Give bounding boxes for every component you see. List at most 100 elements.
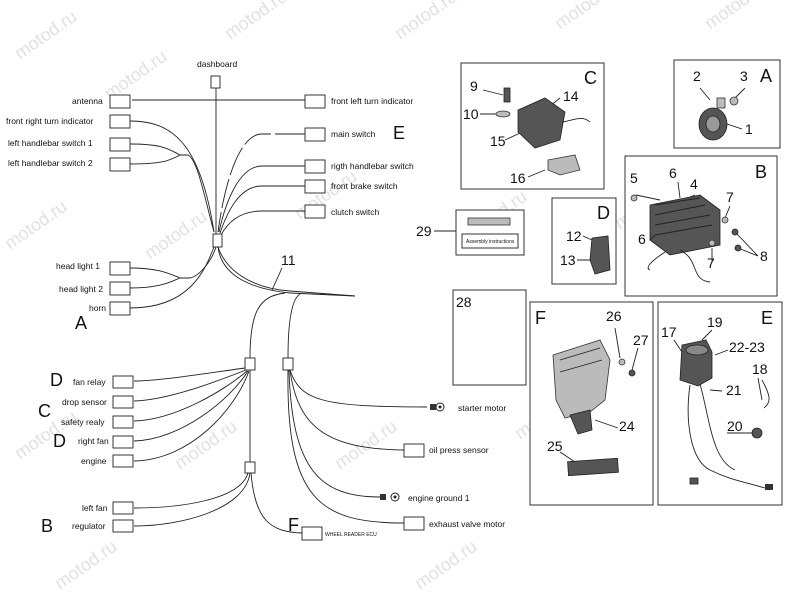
connector-wheel-reader-ecu — [301, 526, 323, 541]
letter-d-right: D — [53, 431, 66, 451]
connector-right-fan — [112, 435, 134, 449]
part-8: 8 — [760, 248, 768, 264]
part-25: 25 — [547, 438, 563, 454]
panel-f: F 26 27 24 25 — [529, 301, 654, 506]
panel-b: B 5 6 4 7 6 7 8 — [624, 155, 778, 297]
part-7b: 7 — [707, 255, 715, 271]
letter-f-ecu: F — [288, 515, 299, 535]
label-exhaust-valve: exhaust valve motor — [429, 519, 505, 529]
panel-c-letter: C — [584, 68, 597, 88]
part-28: 28 — [456, 294, 472, 310]
letter-a-horn: A — [75, 313, 87, 333]
connector-fan-relay — [112, 375, 134, 389]
watermark: motod.ru — [331, 416, 401, 473]
panel-a-letter: A — [760, 66, 772, 86]
panel-29: 29 Assembly instructions — [416, 209, 525, 256]
label-horn: horn — [89, 303, 106, 313]
part-4: 4 — [690, 176, 698, 192]
label-drop-sensor: drop sensor — [62, 397, 107, 407]
part-5: 5 — [630, 170, 638, 186]
panel-e: E 17 19 22-23 18 21 20 — [657, 301, 783, 506]
connector-main-switch — [304, 127, 326, 142]
label-engine: engine — [81, 456, 107, 466]
watermark: motod.ru — [551, 0, 621, 33]
part-17: 17 — [661, 324, 677, 340]
part-10: 10 — [463, 106, 479, 122]
part-2: 2 — [693, 68, 701, 84]
part-20: 20 — [727, 418, 743, 434]
letter-e-main: E — [393, 123, 405, 143]
label-main-switch: main switch — [331, 129, 376, 139]
harness-number: 11 — [281, 252, 296, 268]
connector-front-brake — [304, 179, 326, 194]
panel-d-letter: D — [597, 203, 610, 223]
part-24: 24 — [619, 418, 635, 434]
watermark: motod.ru — [221, 0, 291, 43]
panel-e-letter: E — [761, 308, 773, 328]
part-3: 3 — [740, 68, 748, 84]
part-9: 9 — [470, 78, 478, 94]
label-front-brake: front brake switch — [331, 181, 398, 191]
junction-lower — [244, 461, 256, 474]
part-27: 27 — [633, 332, 649, 348]
junction-left — [244, 357, 256, 371]
label-left-hb-2: left handlebar switch 2 — [8, 158, 93, 168]
fan-relay-icon — [589, 235, 611, 275]
part-15: 15 — [490, 133, 506, 149]
label-right-fan: right fan — [78, 436, 109, 446]
part-21: 21 — [726, 382, 742, 398]
assembly-card-text: Assembly instructions — [466, 239, 515, 245]
part-22-23: 22-23 — [729, 339, 765, 355]
label-front-left-turn: front left turn indicator — [331, 96, 413, 106]
connector-right-hb — [304, 159, 326, 174]
junction-upper — [212, 233, 223, 248]
part-12: 12 — [566, 228, 582, 244]
letter-d-fan: D — [50, 370, 63, 390]
label-clutch: clutch switch — [331, 207, 379, 217]
connector-dashboard — [210, 75, 221, 89]
connector-drop-sensor — [112, 395, 134, 409]
label-head-light-2: head light 2 — [59, 284, 103, 294]
part-18: 18 — [752, 361, 768, 377]
part-26: 26 — [606, 308, 622, 324]
label-left-hb-1: left handlebar switch 1 — [8, 138, 93, 148]
label-oil-press: oil press sensor — [429, 445, 489, 455]
connector-front-left-turn — [304, 94, 326, 109]
letter-c-drop: C — [38, 401, 51, 421]
watermark: motod.ru — [141, 206, 211, 263]
main-harness: dashboard antenna front right turn indic… — [6, 59, 506, 541]
washer-icon — [495, 110, 511, 118]
connector-horn — [109, 301, 131, 316]
part-19: 19 — [707, 314, 723, 330]
connector-head-light-1 — [109, 261, 131, 276]
ecu-icon — [552, 339, 611, 419]
relay-icon — [517, 97, 566, 149]
panel-a: A 2 3 1 — [673, 59, 781, 149]
connector-oil-press — [403, 443, 425, 458]
label-fan-relay: fan relay — [73, 377, 106, 387]
watermark: motod.ru — [701, 0, 771, 33]
label-front-right-turn: front right turn indicator — [6, 116, 94, 126]
connector-left-hb-1 — [109, 137, 131, 152]
label-safety-relay: safety realy — [61, 417, 105, 427]
label-right-hb: rigth handlebar switch — [331, 161, 414, 171]
panel-d: D 12 13 — [551, 197, 617, 285]
foam-pad-icon — [567, 457, 619, 477]
panel-b-letter: B — [755, 162, 767, 182]
part-7a: 7 — [726, 189, 734, 205]
connector-front-right-turn — [109, 114, 131, 129]
panel-f-letter: F — [535, 308, 546, 328]
part-13: 13 — [560, 252, 576, 268]
junction-right — [282, 357, 294, 371]
label-regulator: regulator — [72, 521, 106, 531]
watermark: motod.ru — [11, 6, 81, 63]
part-29: 29 — [416, 223, 432, 239]
watermark: motod.ru — [1, 196, 71, 253]
connector-safety-relay — [112, 415, 134, 429]
part-1: 1 — [745, 121, 753, 137]
connector-left-hb-2 — [109, 157, 131, 172]
label-antenna: antenna — [72, 96, 103, 106]
letter-b-left: B — [41, 516, 53, 536]
part-14: 14 — [563, 88, 579, 104]
